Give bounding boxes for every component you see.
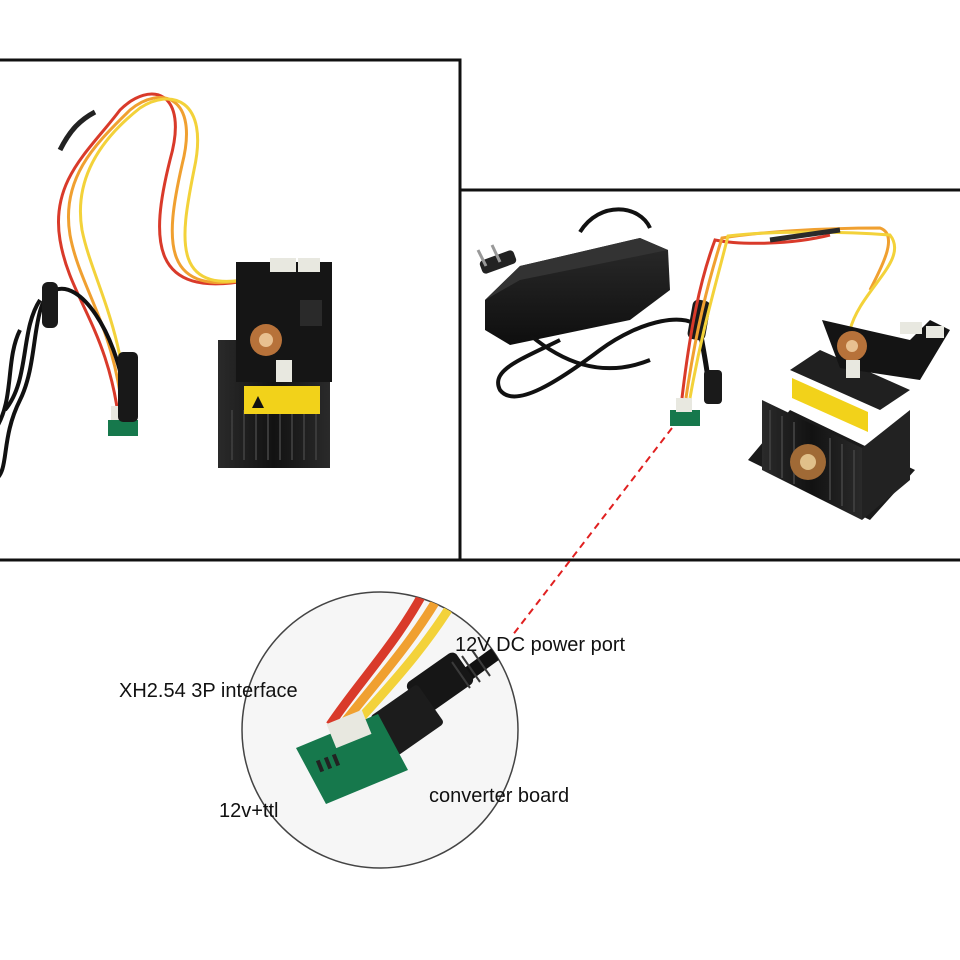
power-port-label: 12V DC power port bbox=[455, 634, 626, 656]
converter-board-label: converter board bbox=[429, 785, 570, 807]
leader-line bbox=[511, 427, 673, 637]
left-laser-module bbox=[218, 258, 332, 468]
left-converter-board bbox=[108, 352, 138, 436]
left-dc-cable bbox=[0, 282, 127, 479]
signal-label: 12v+ttl bbox=[219, 800, 279, 822]
right-panel bbox=[458, 188, 960, 562]
right-laser-module bbox=[748, 320, 950, 520]
right-panel-frame bbox=[458, 188, 960, 562]
right-wire-harness bbox=[680, 226, 897, 399]
power-adapter bbox=[476, 207, 702, 399]
xh-interface-label: XH2.54 3P interface bbox=[119, 680, 298, 702]
left-panel bbox=[0, 58, 462, 562]
zoom-circle bbox=[241, 591, 519, 869]
